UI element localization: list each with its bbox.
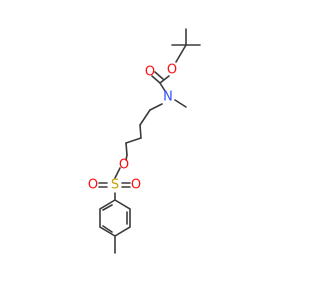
ring-inner-double-3: [102, 204, 113, 211]
bond-carbonyl-double-1: [151, 75, 161, 84]
bond-chain-3: [125, 137, 142, 144]
carbonyl-oxygen-label: O: [145, 65, 155, 80]
bond-carbonyl-to-nitrogen: [159, 82, 166, 92]
benzene-ring: [99, 199, 131, 237]
bond-nitrogen-chain: [149, 103, 163, 111]
bond-chain-1: [139, 109, 151, 126]
ether-oxygen-label: O: [119, 158, 129, 173]
structure-diagram: O O N O S O O: [88, 28, 201, 254]
nitrogen-label: N: [163, 90, 173, 105]
ring-inner-double-2: [102, 225, 113, 233]
bond-nitrogen-methyl: [174, 99, 187, 108]
molecule-canvas: O O N O S O O: [88, 28, 201, 254]
bond-tbu-to-oxygen: [175, 44, 187, 63]
bond-oxygen-to-carbonyl: [159, 75, 170, 84]
bond-oxygen-to-sulfur: [114, 167, 121, 179]
sulfonyl-oxygen-right-label: O: [131, 178, 141, 193]
sulfur-label: S: [111, 178, 119, 193]
sulfonyl-oxygen-left-label: O: [88, 178, 98, 193]
ester-oxygen-label: O: [167, 63, 177, 78]
bond-chain-to-oxygen: [125, 154, 128, 161]
bond-chain-2: [139, 124, 142, 139]
bond-chain-4: [125, 142, 128, 156]
bond-carbonyl-double-2: [154, 71, 164, 80]
